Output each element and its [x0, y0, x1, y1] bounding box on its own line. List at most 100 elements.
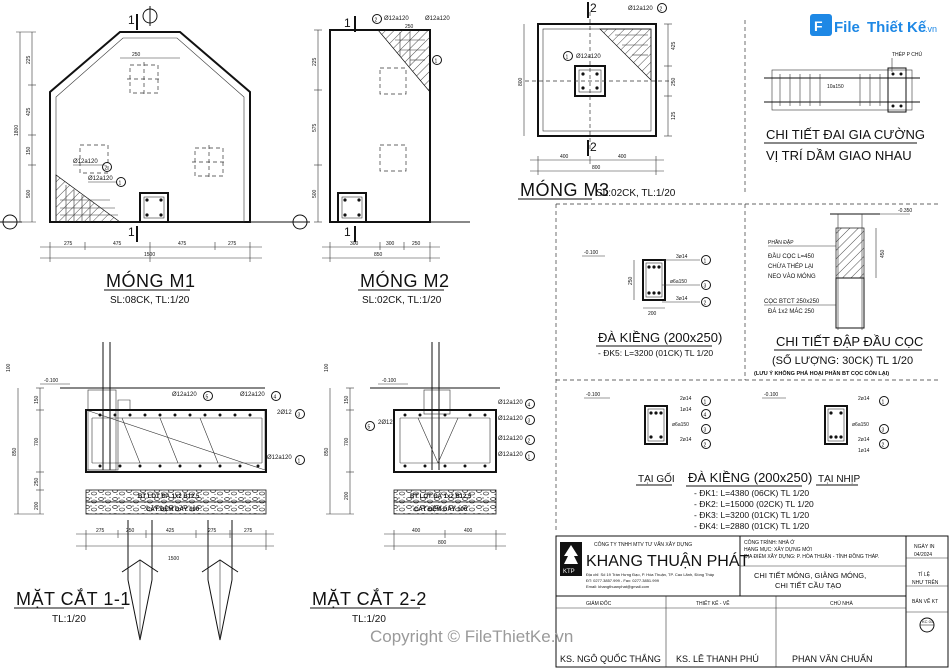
svg-text:-0.100: -0.100	[44, 378, 58, 384]
svg-text:3ø14: 3ø14	[676, 254, 688, 260]
svg-text:-0.350: -0.350	[898, 208, 912, 214]
svg-text:Ø12a120: Ø12a120	[498, 436, 523, 442]
svg-text:250: 250	[671, 77, 677, 86]
svg-text:1: 1	[528, 455, 531, 461]
svg-text:3: 3	[298, 413, 301, 419]
svg-text:THÉP P CHỦ: THÉP P CHỦ	[892, 51, 922, 58]
svg-text:Thiết Kế: Thiết Kế	[867, 19, 927, 36]
svg-text:2: 2	[528, 439, 531, 445]
drawing-title: ĐÀ KIỀNG (200x250)	[598, 330, 722, 345]
footing-outline	[537, 23, 657, 137]
svg-text:CÔNG TRÌNH: NHÀ Ở: CÔNG TRÌNH: NHÀ Ở	[744, 539, 795, 546]
svg-text:700: 700	[34, 437, 40, 446]
svg-text:PHẦN ĐẬP: PHẦN ĐẬP	[768, 239, 794, 246]
svg-text:250: 250	[126, 528, 135, 534]
svg-text:ĐÁ 1x2 MÁC 250: ĐÁ 1x2 MÁC 250	[768, 308, 815, 315]
svg-text:450: 450	[880, 249, 886, 258]
svg-text:4: 4	[274, 395, 277, 401]
svg-text:275: 275	[64, 241, 73, 247]
drawing-title: ĐÀ KIỀNG (200x250)	[688, 470, 812, 485]
svg-text:ĐT: 0277.3857.999 - Fax: 0277.: ĐT: 0277.3857.999 - Fax: 0277.3851.999	[586, 578, 660, 583]
svg-text:(LƯU Ý KHÔNG PHÁ HOẠI PHẦN BT: (LƯU Ý KHÔNG PHÁ HOẠI PHẦN BT CỌC CÒN LẠ…	[754, 369, 889, 377]
svg-text:1ø14: 1ø14	[858, 448, 870, 454]
svg-text:- ĐK2: L=15000 (02CK) TL 1/20: - ĐK2: L=15000 (02CK) TL 1/20	[694, 499, 814, 509]
svg-text:850: 850	[374, 252, 383, 258]
callout-circle	[701, 297, 711, 307]
svg-text:1800: 1800	[14, 125, 20, 136]
svg-text:475: 475	[113, 241, 122, 247]
svg-text:ø6a150: ø6a150	[672, 422, 689, 428]
svg-text:BT LÓT ĐÁ 1x2 B12,5: BT LÓT ĐÁ 1x2 B12,5	[138, 492, 200, 500]
svg-text:5: 5	[368, 425, 371, 431]
svg-text:1: 1	[298, 459, 301, 465]
svg-text:425: 425	[166, 528, 175, 534]
svg-text:VỊ TRÍ DẦM GIAO NHAU: VỊ TRÍ DẦM GIAO NHAU	[766, 148, 912, 163]
callout-circle	[657, 3, 667, 13]
svg-text:NEO VÀO MÓNG: NEO VÀO MÓNG	[768, 273, 816, 280]
svg-text:SL:02CK, TL:1/20: SL:02CK, TL:1/20	[596, 188, 676, 199]
svg-text:- ĐK3: L=3200 (01CK) TL 1/20: - ĐK3: L=3200 (01CK) TL 1/20	[694, 510, 809, 520]
svg-text:125: 125	[671, 111, 677, 120]
da-kieng-detail-1: -0.100 3ø14 1 ø6a150 3 3ø14 2 250 200 ĐÀ…	[582, 250, 722, 358]
drawing-title: MẶT CẮT 1-1	[16, 588, 131, 609]
svg-text:PHAN VĂN CHUẨN: PHAN VĂN CHUẨN	[792, 653, 873, 664]
svg-text:4: 4	[704, 413, 707, 419]
company-name: KHANG THUẬN PHÁT	[586, 551, 750, 570]
drawing-title: MẶT CẮT 2-2	[312, 588, 427, 609]
svg-text:Địa chỉ: Số 19 Trần Hưng Đạo,: Địa chỉ: Số 19 Trần Hưng Đạo, P. Hòa Thu…	[586, 572, 715, 577]
svg-text:3: 3	[704, 284, 707, 290]
svg-text:2: 2	[704, 443, 707, 449]
svg-text:CHỪA THÉP LẠI: CHỪA THÉP LẠI	[768, 263, 814, 270]
svg-text:TẠI NHỊP: TẠI NHỊP	[818, 474, 861, 485]
svg-text:1: 1	[119, 181, 122, 187]
svg-text:TẠI GỐI: TẠI GỐI	[638, 471, 675, 485]
title-block: KTP CÔNG TY TNHH MTV TƯ VẤN XÂY DỰNG KHA…	[555, 535, 949, 668]
svg-text:250: 250	[412, 241, 421, 247]
svg-text:800: 800	[518, 77, 524, 86]
svg-text:200: 200	[34, 501, 40, 510]
callout-circle	[116, 177, 126, 187]
svg-text:Ø12a120: Ø12a120	[384, 16, 409, 22]
svg-text:NGÀY IN: NGÀY IN	[914, 543, 935, 550]
svg-text:3ø14: 3ø14	[676, 296, 688, 302]
svg-text:-0.100: -0.100	[382, 378, 396, 384]
svg-text:2: 2	[375, 18, 378, 24]
svg-text:KS. LÊ THANH PHÚ: KS. LÊ THANH PHÚ	[676, 654, 759, 664]
drawing-title: CHI TIẾT ĐẬP ĐẦU CỌC	[776, 334, 923, 349]
svg-text:THIẾT KẾ - VẼ: THIẾT KẾ - VẼ	[696, 600, 730, 607]
svg-text:ø6a150: ø6a150	[670, 279, 687, 285]
svg-text:File: File	[834, 19, 860, 36]
drawing-title: MÓNG M1	[106, 270, 196, 291]
svg-text:NHƯ TRÊN: NHƯ TRÊN	[912, 578, 939, 586]
drawing-title: MÓNG M3	[520, 179, 610, 200]
svg-text:300: 300	[386, 241, 395, 247]
svg-text:2: 2	[704, 301, 707, 307]
svg-text:250: 250	[34, 477, 40, 486]
svg-text:275: 275	[228, 241, 237, 247]
mat-cat-2-2: -0.100 BT LÓT ĐÁ 1x2 B12,5 CÁT ĐỆM DÀY 1…	[310, 342, 535, 625]
callout-circle	[563, 51, 573, 61]
svg-text:850: 850	[12, 447, 18, 456]
svg-text:225: 225	[312, 57, 318, 66]
svg-text:Ø12a120: Ø12a120	[172, 392, 197, 398]
svg-text:400: 400	[412, 528, 421, 534]
svg-text:-0.100: -0.100	[764, 392, 778, 398]
svg-text:3: 3	[704, 428, 707, 434]
da-kieng-detail-2: -0.100 2ø14 1ø14 ø6a150 2ø14 1 4 3 2 TẠI…	[584, 392, 889, 531]
svg-text:CHỦ NHÀ: CHỦ NHÀ	[830, 600, 853, 607]
svg-text:Ø12a120: Ø12a120	[88, 176, 113, 182]
svg-text:800: 800	[438, 540, 447, 546]
filethietke-logo: F File Thiết Kế .vn	[810, 14, 937, 36]
svg-text:Ø12a120: Ø12a120	[628, 6, 653, 12]
svg-text:2ø14: 2ø14	[680, 437, 692, 443]
mong-m2-plan: 1 1 2 Ø12a120 Ø12a120 1 300 300 250 850 …	[290, 14, 470, 306]
svg-text:1ø14: 1ø14	[680, 407, 692, 413]
svg-text:KTP: KTP	[563, 569, 575, 575]
svg-text:1: 1	[566, 55, 569, 61]
dai-gia-cuong-detail: THÉP P CHỦ 10a150 CHI TIẾT ĐAI GIA CƯỜNG…	[744, 20, 925, 195]
svg-text:HẠNG MỤC: XÂY DỰNG MỚI: HẠNG MỤC: XÂY DỰNG MỚI	[744, 546, 812, 553]
svg-text:ĐẦU CỌC L=450: ĐẦU CỌC L=450	[768, 253, 815, 260]
svg-text:3: 3	[528, 419, 531, 425]
svg-text:100: 100	[6, 363, 12, 372]
